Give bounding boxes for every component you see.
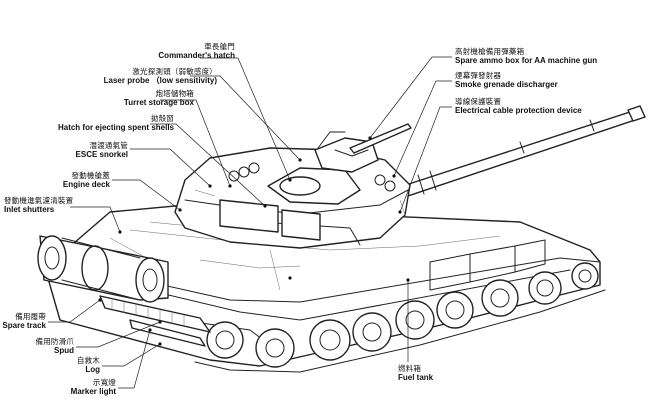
label-engine-deck-zh: 發動機艙蓋 [71, 171, 110, 180]
label-turret-storage-box-en: Turret storage box [123, 98, 194, 107]
road-wheels [194, 262, 606, 373]
label-marker-light-en: Marker light [70, 387, 116, 396]
label-fuel-tank-en: Fuel tank [398, 373, 434, 382]
label-spud-en: Spud [54, 346, 74, 355]
label-log-zh: 自救木 [76, 356, 100, 365]
label-inlet-shutters-zh: 發動機進氣濾清裝置 [4, 196, 74, 205]
label-marker-light-zh: 示寬燈 [92, 378, 116, 387]
label-commanders-hatch-en: Commander's hatch [158, 51, 235, 60]
label-inlet-shutters-en: Inlet shutters [4, 205, 55, 214]
label-esce-snorkel-en: ESCE snorkel [75, 150, 128, 159]
leader-lines [48, 56, 452, 389]
label-log-en: Log [85, 365, 100, 374]
label-smoke-grenade-en: Smoke grenade discharger [455, 80, 558, 89]
front-equipment [37, 235, 211, 347]
label-hatch-spent-shells-en: Hatch for ejecting spent shells [57, 123, 174, 132]
turret [174, 123, 412, 249]
label-cable-protection-en: Electrical cable protection device [455, 106, 582, 115]
label-turret-storage-box-zh: 炮塔儲物箱 [155, 89, 194, 98]
label-hatch-spent-shells-zh: 拋殼窗 [150, 114, 174, 123]
label-esce-snorkel-zh: 潛渡通氣管 [89, 141, 128, 150]
main-gun [371, 105, 646, 207]
label-spare-ammo-box-zh: 高射機槍備用彈藥箱 [455, 47, 525, 56]
label-spare-track-en: Spare track [2, 321, 46, 330]
label-fuel-tank-zh: 燃料箱 [398, 364, 422, 373]
label-spare-track-zh: 備用履帶 [15, 312, 46, 321]
label-laser-probe-en: Laser probe （low sensitivity) [103, 76, 217, 85]
label-engine-deck-en: Engine deck [62, 180, 110, 189]
label-cable-protection-zh: 導線保護裝置 [455, 97, 502, 106]
label-spare-ammo-box-en: Spare ammo box for AA machine gun [455, 56, 598, 65]
label-laser-probe-zh: 激光探測頭（弱敏感度） [132, 67, 217, 76]
label-spud-zh: 備用防滑爪 [35, 337, 74, 346]
label-smoke-grenade-zh: 煙幕彈發射器 [455, 71, 502, 80]
label-commanders-hatch-zh: 車長艙門 [204, 42, 235, 51]
